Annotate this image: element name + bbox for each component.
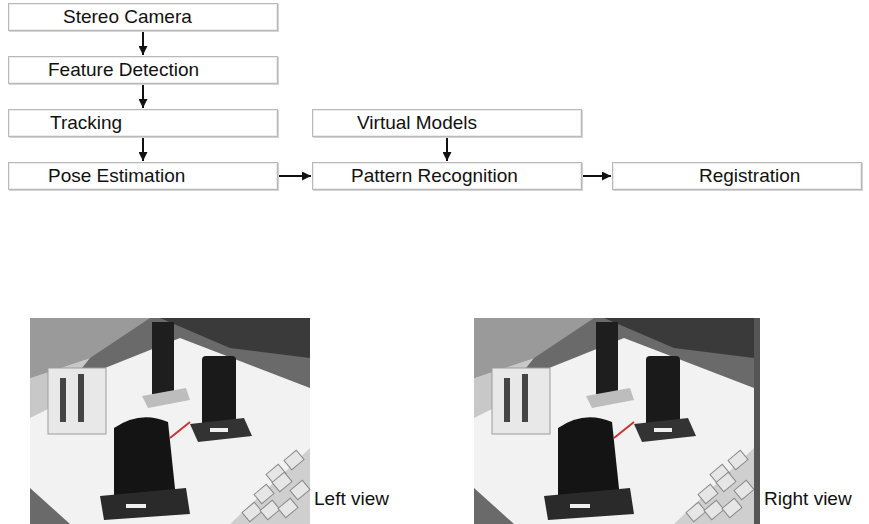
view-caption: Right view xyxy=(764,488,852,510)
process-box: Virtual Models xyxy=(312,109,582,137)
process-box: Feature Detection xyxy=(8,56,278,84)
process-box: Stereo Camera xyxy=(8,3,278,31)
flow-arrow xyxy=(142,85,144,108)
flow-arrow xyxy=(279,175,311,177)
box-label: Pose Estimation xyxy=(48,165,185,187)
flow-arrow xyxy=(142,138,144,161)
process-box: Tracking xyxy=(8,109,278,137)
box-label: Virtual Models xyxy=(357,112,477,134)
process-box: Pattern Recognition xyxy=(312,162,582,190)
process-box: Registration xyxy=(612,162,862,190)
process-box: Pose Estimation xyxy=(8,162,278,190)
flow-arrow xyxy=(142,32,144,55)
left-photo xyxy=(30,318,310,524)
right-photo xyxy=(474,318,760,524)
flow-arrow xyxy=(583,175,611,177)
box-label: Feature Detection xyxy=(48,59,199,81)
box-label: Stereo Camera xyxy=(63,6,192,28)
box-label: Pattern Recognition xyxy=(351,165,518,187)
box-label: Registration xyxy=(699,165,800,187)
view-caption: Left view xyxy=(314,488,389,510)
flow-arrow xyxy=(446,138,448,161)
box-label: Tracking xyxy=(50,112,122,134)
